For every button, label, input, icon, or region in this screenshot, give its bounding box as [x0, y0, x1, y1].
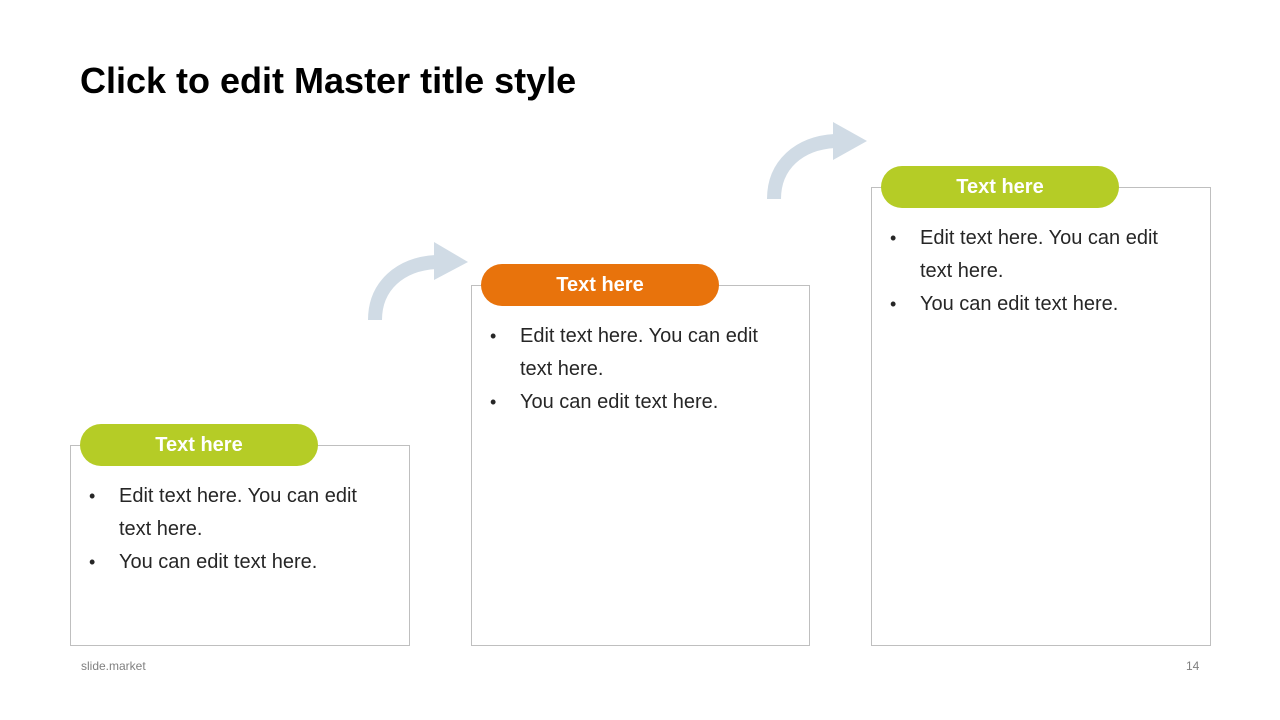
step-1-bullets[interactable]: Edit text here. You can edit text here. … — [89, 480, 389, 579]
curved-arrow-icon — [767, 122, 867, 200]
step-2-bullets[interactable]: Edit text here. You can edit text here. … — [490, 320, 790, 419]
step-2-label[interactable]: Text here — [481, 264, 719, 306]
list-item: You can edit text here. — [490, 386, 790, 419]
list-item: You can edit text here. — [89, 546, 389, 579]
step-3-label[interactable]: Text here — [881, 166, 1119, 208]
footer-brand: slide.market — [81, 659, 146, 673]
page-number: 14 — [1186, 659, 1200, 673]
list-item: Edit text here. You can edit text here. — [490, 320, 790, 386]
step-3-bullets[interactable]: Edit text here. You can edit text here. … — [890, 222, 1190, 321]
slide-title[interactable]: Click to edit Master title style — [80, 60, 577, 101]
curved-arrow-icon — [368, 242, 468, 321]
step-1-label[interactable]: Text here — [80, 424, 318, 466]
list-item: Edit text here. You can edit text here. — [890, 222, 1190, 288]
list-item: Edit text here. You can edit text here. — [89, 480, 389, 546]
list-item: You can edit text here. — [890, 288, 1190, 321]
